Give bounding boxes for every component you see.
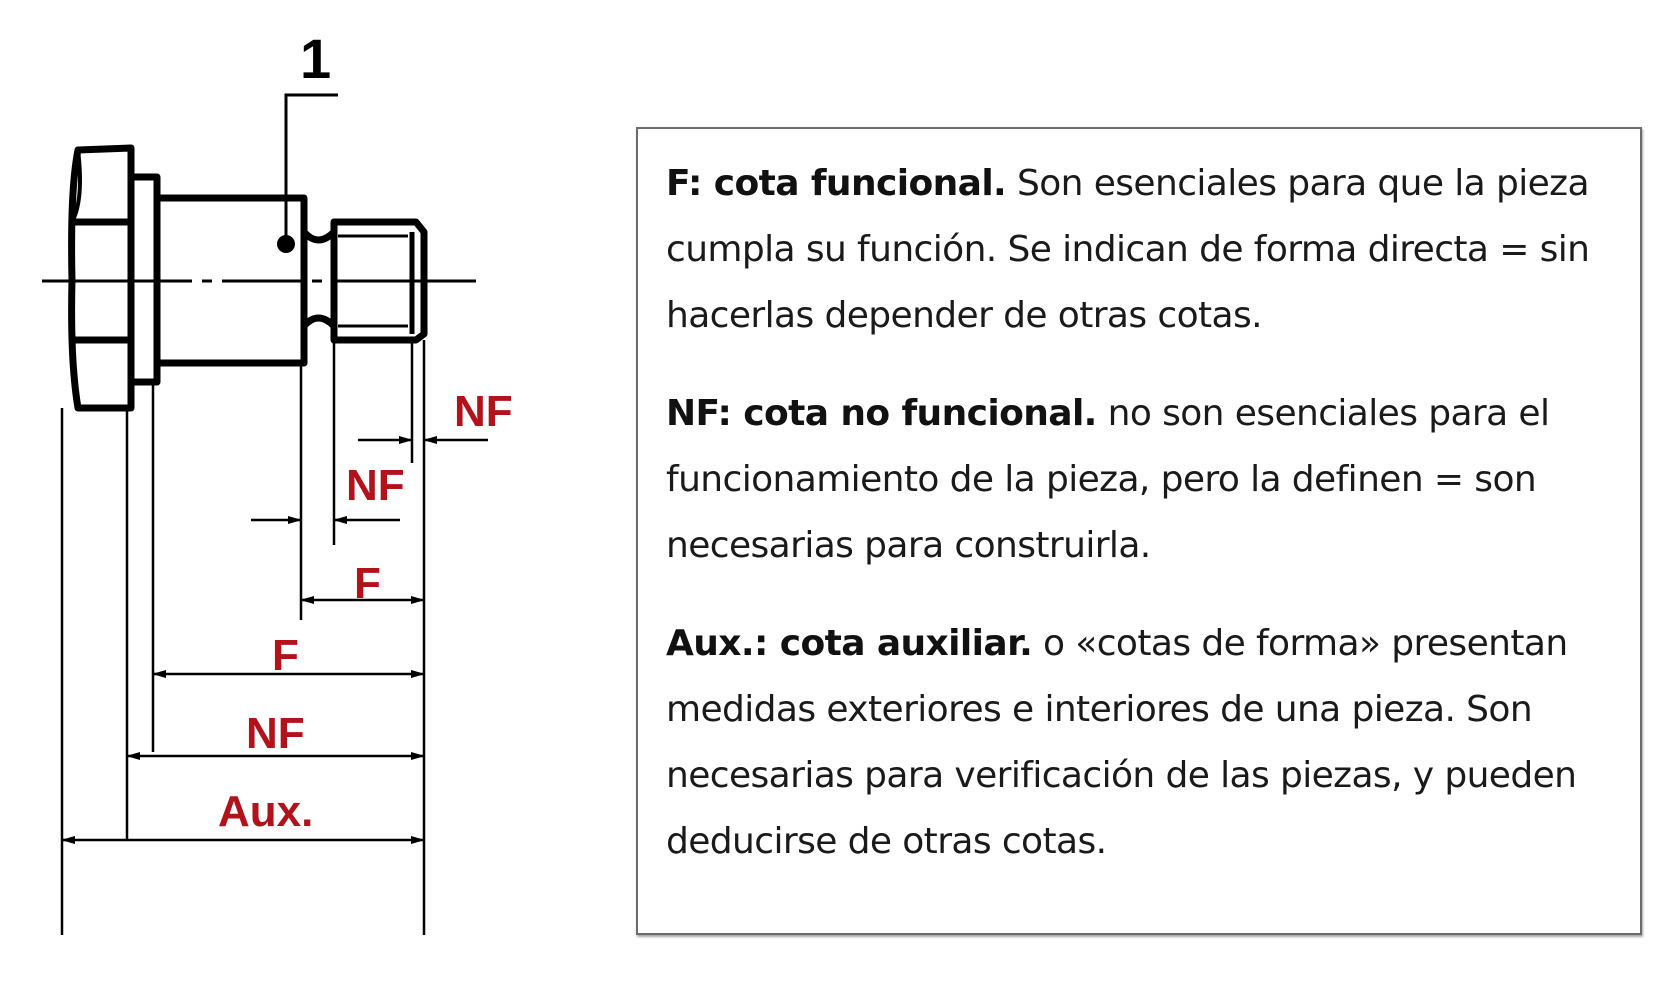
legend-term: F: cota funcional.: [666, 163, 1007, 204]
legend-description: o «cotas de forma» presentan medidas ext…: [666, 623, 1577, 862]
legend-term: NF: cota no funcional.: [666, 393, 1097, 434]
part-number-label: 1: [300, 27, 331, 90]
legend-item-functional: F: cota funcional. Son esenciales para q…: [666, 151, 1614, 349]
technical-drawing: 1: [42, 27, 513, 935]
dim-label-nf-chamfer: NF: [454, 387, 513, 436]
leader-line: [284, 93, 338, 242]
legend-item-non-functional: NF: cota no funcional. no son esenciales…: [666, 381, 1614, 579]
dim-label-nf-collar: NF: [246, 709, 305, 758]
dim-label-f-shank: F: [272, 631, 299, 680]
legend-term: Aux.: cota auxiliar.: [666, 623, 1033, 664]
extension-lines: [60, 340, 426, 935]
dim-label-nf-groove: NF: [346, 461, 405, 510]
leader-dot: [277, 235, 295, 253]
dim-label-aux-total: Aux.: [218, 787, 313, 836]
dimension-lines: [61, 436, 488, 844]
legend-description: Son esenciales para que la pieza cumpla …: [666, 163, 1590, 336]
bolt-outline: [68, 144, 428, 412]
dim-label-f-thread: F: [354, 559, 381, 608]
legend-item-auxiliary: Aux.: cota auxiliar. o «cotas de forma» …: [666, 611, 1614, 875]
legend-description: no son esenciales para el funcionamiento…: [666, 393, 1550, 566]
legend-box: F: cota funcional. Son esenciales para q…: [636, 127, 1642, 935]
